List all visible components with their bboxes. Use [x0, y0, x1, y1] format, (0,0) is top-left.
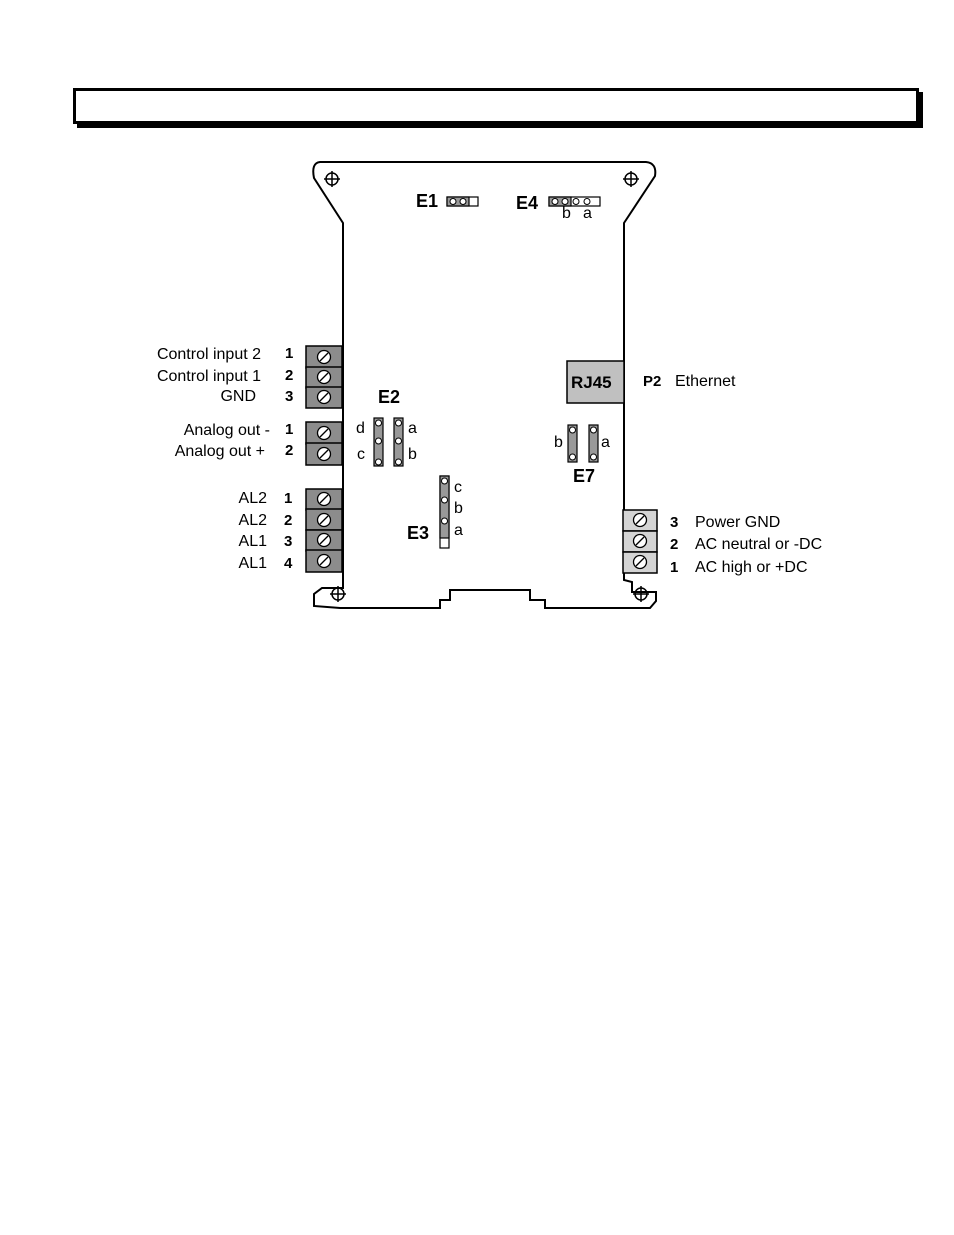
screw-icon: [634, 556, 647, 569]
screw-icon: [318, 427, 331, 440]
jumper-e2-pin-c: c: [357, 446, 365, 463]
jumper-e4-label: E4: [516, 193, 538, 213]
terminal-label: AL1: [239, 533, 268, 550]
terminal-label: Power GND: [695, 514, 780, 531]
jumper-e7-label: E7: [573, 466, 595, 486]
terminal-number: 2: [284, 512, 292, 529]
jumper-e4-pin-b: b: [562, 205, 571, 222]
screw-icon: [318, 351, 331, 364]
jumper-e3-pin-a: a: [454, 522, 463, 539]
jumper-e4-pin-a: a: [583, 205, 592, 222]
jumper-e4: [549, 197, 600, 206]
terminal-label: AL1: [239, 555, 268, 572]
terminal-block-power: [623, 510, 657, 573]
screw-icon: [318, 534, 331, 547]
terminal-number: 3: [285, 388, 293, 405]
terminal-number: 1: [285, 345, 293, 362]
jumper-e3-pin-c: c: [454, 479, 462, 496]
terminal-label: Analog out -: [184, 422, 270, 439]
screw-icon: [318, 371, 331, 384]
terminal-number: 3: [670, 514, 678, 531]
jumper-e3-pin-b: b: [454, 500, 463, 517]
jumper-e2-pin-a: a: [408, 420, 417, 437]
terminal-block-control: [306, 346, 342, 408]
terminal-number: 2: [285, 442, 293, 459]
terminal-label: Control input 2: [157, 346, 261, 363]
jumper-e7-pin-a: a: [601, 434, 610, 451]
screw-icon: [634, 514, 647, 527]
rj45-label: RJ45: [571, 373, 612, 392]
screw-icon: [318, 448, 331, 461]
jumper-e7-pin-b: b: [554, 434, 563, 451]
screw-icon: [634, 535, 647, 548]
terminal-label: AL2: [239, 512, 268, 529]
screw-icon: [318, 493, 331, 506]
screw-icon: [318, 514, 331, 527]
terminal-label: Control input 1: [157, 368, 261, 385]
terminal-number: 1: [285, 421, 293, 438]
terminal-label: AC neutral or -DC: [695, 536, 822, 553]
jumper-e1-label: E1: [416, 191, 438, 211]
screw-icon: [318, 391, 331, 404]
terminal-block-analog: [306, 422, 342, 465]
jumper-e3-label: E3: [407, 523, 429, 543]
screw-icon: [318, 555, 331, 568]
terminal-number: 4: [284, 555, 293, 572]
port-p2-label: P2: [643, 373, 661, 390]
jumper-e1: [447, 197, 478, 206]
terminal-label: Analog out +: [175, 443, 265, 460]
terminal-label: AL2: [239, 490, 268, 507]
terminal-label: GND: [220, 388, 256, 405]
terminal-number: 2: [285, 367, 293, 384]
terminal-number: 1: [284, 490, 292, 507]
jumper-e2-label: E2: [378, 387, 400, 407]
terminal-label: AC high or +DC: [695, 559, 808, 576]
terminal-number: 1: [670, 559, 678, 576]
jumper-e2-pin-b: b: [408, 446, 417, 463]
ethernet-label: Ethernet: [675, 373, 736, 390]
terminal-number: 3: [284, 533, 292, 550]
jumper-e2-pin-d: d: [356, 420, 365, 437]
jumper-e3: [440, 476, 449, 548]
terminal-number: 2: [670, 536, 678, 553]
terminal-block-alarm: [306, 489, 342, 572]
